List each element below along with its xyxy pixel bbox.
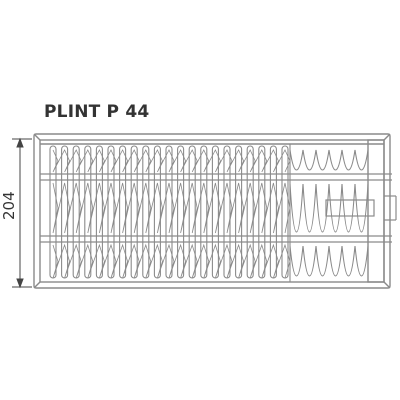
- fin: [281, 145, 289, 279]
- fin: [84, 145, 92, 279]
- fin: [49, 145, 57, 279]
- fin: [269, 145, 277, 279]
- fin-zigzag: [52, 182, 291, 234]
- fin-zigzag: [52, 243, 291, 279]
- fin: [153, 145, 161, 279]
- fin: [188, 145, 196, 279]
- fin: [246, 145, 254, 279]
- radiator-frame: [33, 133, 391, 289]
- fin: [211, 145, 219, 279]
- diagram-title: PLINT P 44: [44, 102, 150, 122]
- fin: [130, 145, 138, 279]
- fin: [258, 145, 266, 279]
- convector-waves: [52, 144, 369, 282]
- fin: [223, 145, 231, 279]
- fin: [107, 145, 115, 279]
- convector-fins: [49, 145, 289, 279]
- fin: [61, 145, 69, 279]
- fin-zigzag: [52, 149, 291, 173]
- wave-row: [289, 149, 369, 171]
- header-pipes: [40, 173, 397, 243]
- fin: [200, 145, 208, 279]
- fin: [72, 145, 80, 279]
- fin: [165, 145, 173, 279]
- fin: [95, 145, 103, 279]
- wave-row: [289, 245, 369, 277]
- fin: [177, 145, 185, 279]
- height-dimension-line: [12, 137, 32, 289]
- fin: [142, 145, 150, 279]
- wave-row: [289, 183, 369, 233]
- fin: [119, 145, 127, 279]
- fin: [235, 145, 243, 279]
